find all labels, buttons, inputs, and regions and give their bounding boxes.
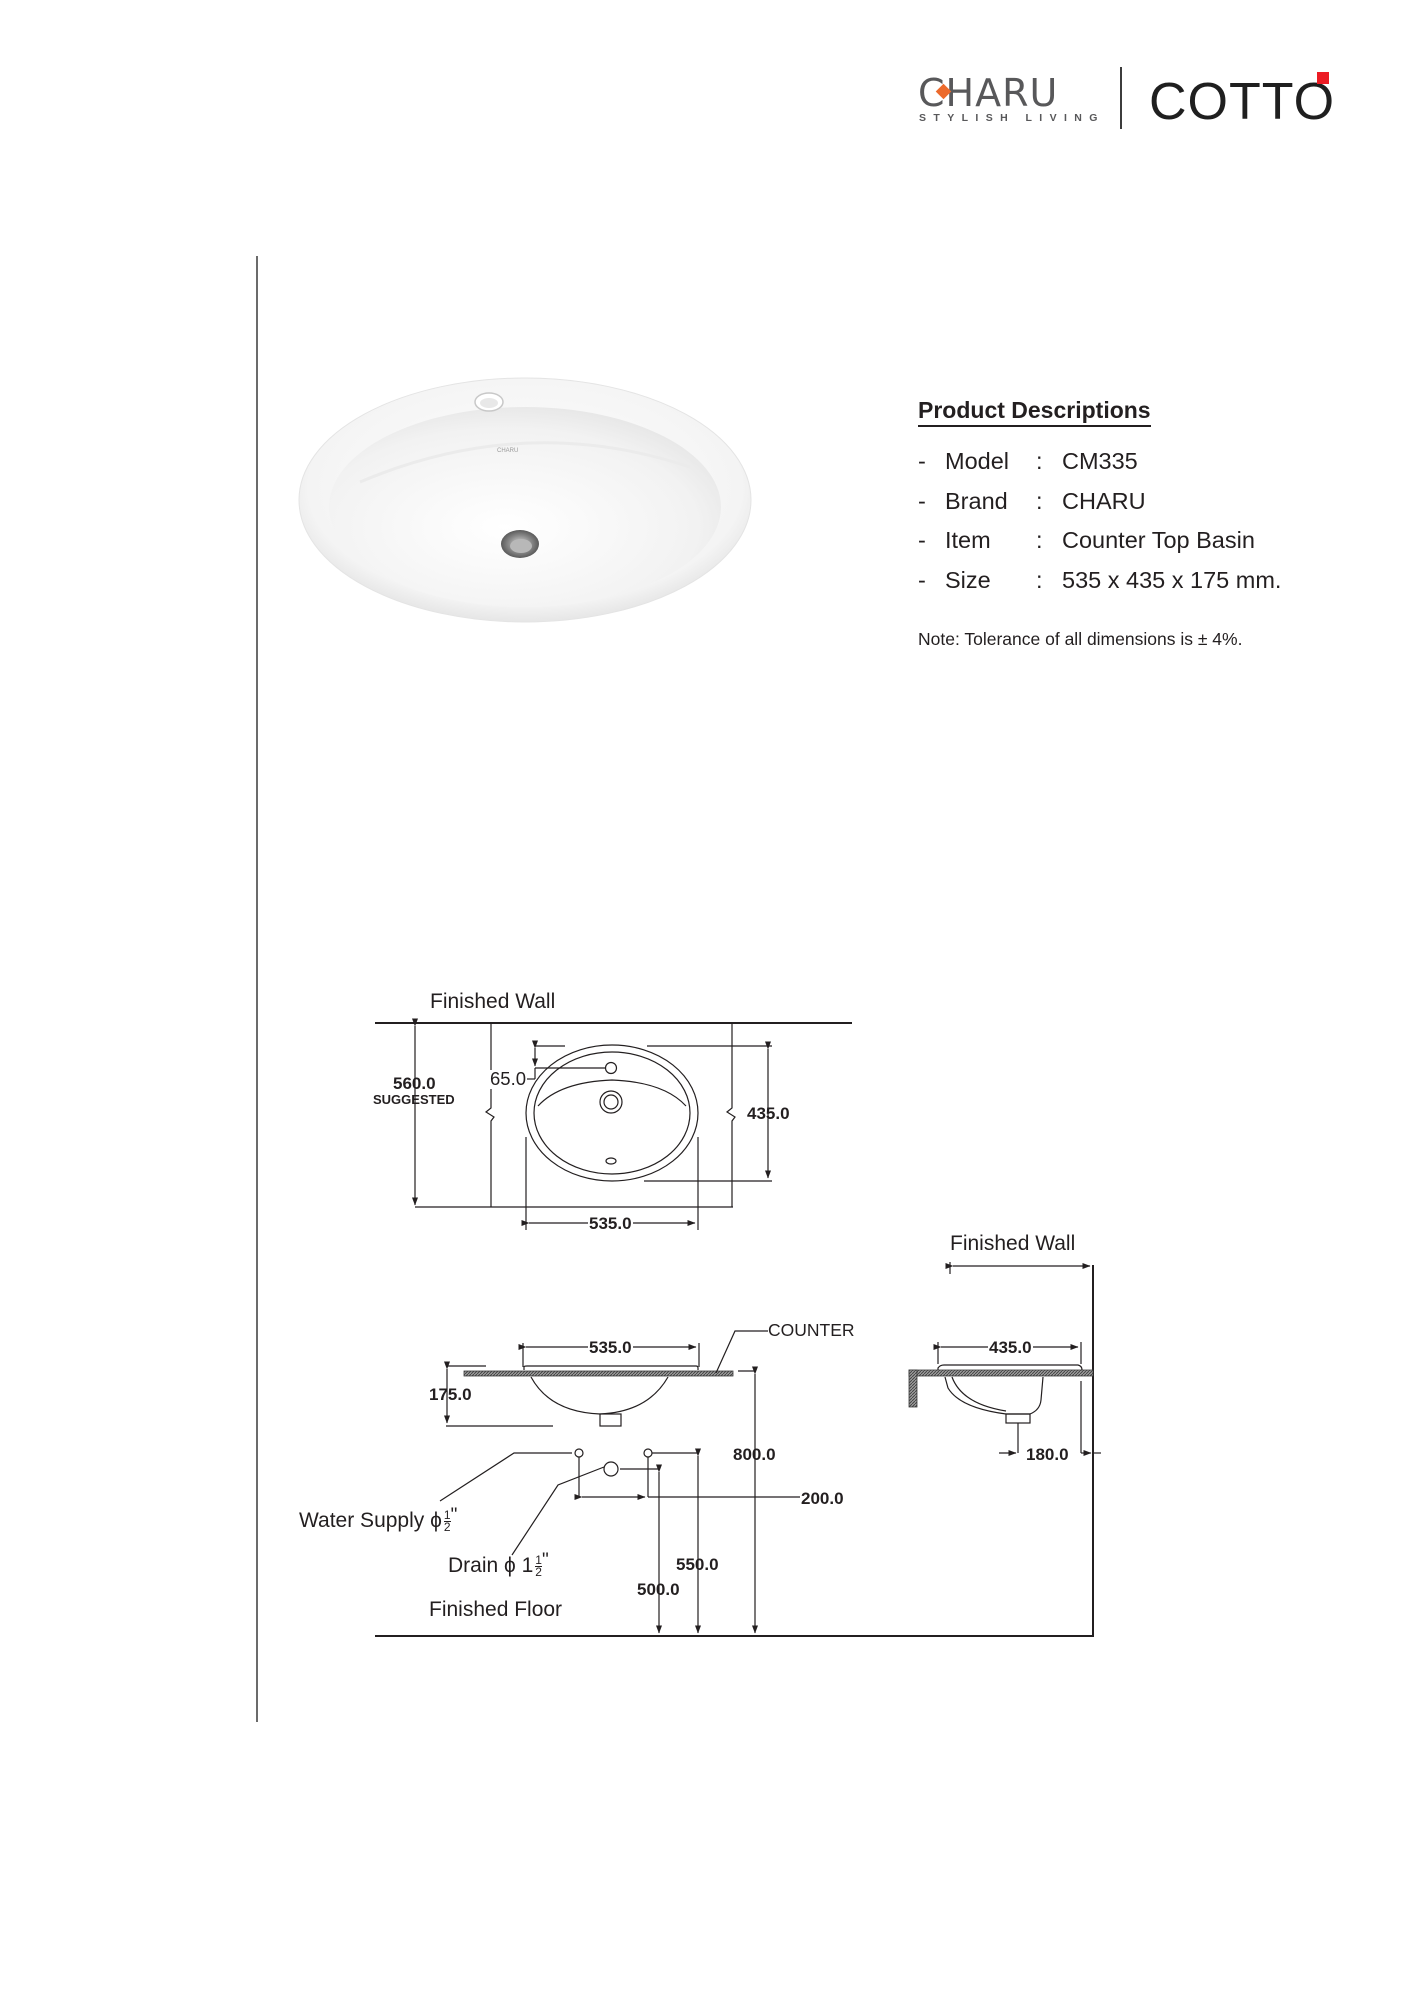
charu-tagline: STYLISH LIVING	[919, 112, 1105, 124]
dim-65: 65.0	[490, 1068, 527, 1089]
spec-value: CM335	[1062, 448, 1138, 474]
spec-label: Model	[945, 448, 1010, 474]
side-finished-wall-label: Finished Wall	[950, 1232, 1076, 1255]
dim-500: 500.0	[637, 1580, 680, 1599]
spec-value: 535 x 435 x 175 mm.	[1062, 566, 1282, 593]
bullet-dash: -	[918, 527, 926, 553]
photo-logo: CHARU	[497, 448, 518, 454]
cotto-red-square-icon	[1317, 72, 1329, 84]
dim-550: 550.0	[676, 1555, 719, 1574]
dim-200: 200.0	[800, 1489, 845, 1508]
finished-floor-label: Finished Floor	[429, 1598, 563, 1621]
logo-divider	[1120, 67, 1122, 129]
dim-535-front: 535.0	[588, 1338, 633, 1357]
bullet-dash: -	[918, 566, 926, 593]
bullet-dash: -	[918, 487, 926, 514]
spec-separator: :	[1036, 527, 1043, 553]
dim-435-plan: 435.0	[747, 1104, 790, 1123]
cotto-logo-text: COTTO	[1149, 73, 1336, 131]
margin-rule	[256, 256, 258, 1722]
counter-label: COUNTER	[768, 1320, 855, 1340]
spec-separator: :	[1036, 448, 1043, 474]
bullet-dash: -	[918, 448, 926, 474]
dim-175: 175.0	[429, 1385, 472, 1404]
spec-value: Counter Top Basin	[1062, 527, 1255, 553]
spec-separator: :	[1036, 566, 1043, 593]
drain-text: Drain ϕ 1	[448, 1554, 534, 1577]
basin-product-photo: CHARU	[298, 377, 752, 623]
dim-180: 180.0	[1025, 1445, 1070, 1464]
dim-535-plan: 535.0	[588, 1214, 633, 1233]
side-elevation	[908, 1262, 1101, 1637]
tolerance-note: Note: Tolerance of all dimensions is ± 4…	[918, 629, 1243, 649]
water-supply-text: Water Supply ϕ	[299, 1509, 442, 1532]
dim-560: 560.0	[393, 1074, 436, 1093]
front-elevation	[375, 1330, 1094, 1637]
plan-finished-wall-label: Finished Wall	[430, 990, 556, 1013]
dim-435-side: 435.0	[988, 1338, 1033, 1357]
spec-separator: :	[1036, 487, 1043, 514]
spec-label: Item	[945, 527, 991, 553]
dim-560-note: SUGGESTED	[373, 1092, 455, 1107]
spec-label: Brand	[945, 487, 1008, 514]
spec-label: Size	[945, 566, 991, 593]
spec-value: CHARU	[1062, 487, 1146, 514]
dim-800: 800.0	[733, 1445, 776, 1464]
plan-view	[375, 1018, 852, 1230]
product-descriptions-title: Product Descriptions	[918, 397, 1151, 427]
